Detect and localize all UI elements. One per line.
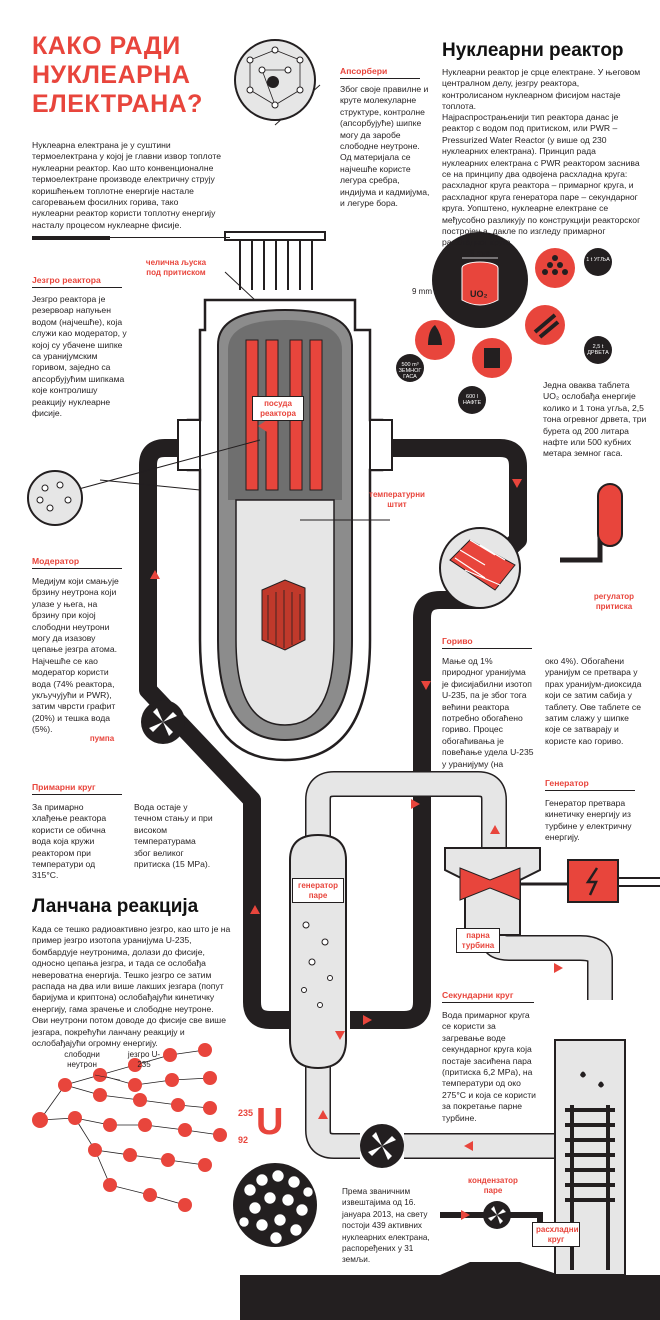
coal-amount: 1 t УГЉА [586,257,610,263]
oil-amount: 600 l НАФТЕ [462,394,482,406]
core-text: Језгро реактора је резервоар напуњен вод… [32,294,127,419]
tablet-text: Једна оваква таблета UO₂ ослобађа енерги… [543,380,647,459]
uranium-nucleus [233,1163,317,1247]
primary-col1: За примарно хлађење реактора користи се … [32,802,107,881]
secondary-heading: Секундарни круг [442,990,514,1000]
oil-weight-icon [458,386,486,414]
fuel-col1: Мање од 1% природног уранијума је фисија… [442,656,534,769]
pump-icon [483,1201,511,1229]
section-divider [110,237,230,238]
wood-amount: 2,5 t ДРВЕТА [587,344,609,356]
fuel-col2: око 4%). Обогаћени уранијум се претвара … [545,656,642,746]
heading-rule [442,648,532,649]
turbine-label: парна турбина [456,928,500,953]
moderator-heading: Модератор [32,556,80,566]
intro-text: Нуклеарна електрана је у суштини термоел… [32,140,222,230]
absorbers-text: Због своје правилне и круте молекуларне … [340,84,430,209]
chain-reaction-diagram [32,1043,227,1212]
pressurizer-label: регулатор притиска [593,592,635,611]
uranium-symbol: U [256,1101,284,1143]
tablet-height: 9 mm [412,287,432,296]
reactor-p1: Нуклеарни реактор је срце електране. У њ… [442,67,641,112]
tablet-diameter: 8 mm [470,249,490,258]
core-heading: Језгро реактора [32,275,101,285]
gas-icon [415,320,455,360]
chain-heading: Ланчана реакција [32,896,199,917]
heading-rule [442,1002,534,1003]
reactor-p2: Најраспрострањенији тип реактора данас ј… [442,112,641,248]
heading-rule [545,790,635,791]
wood-icon [525,305,565,345]
cooling-loop-label: расхладни круг [532,1222,580,1247]
coal-pile-icon [535,248,575,288]
pump-label: пумпа [89,734,115,743]
primary-col2: Вода остаје у течном стању и при високом… [134,802,213,870]
fuel-heading: Гориво [442,636,473,646]
section-divider [32,236,110,240]
stats-text: Према званичним извештајима од 16. јануа… [342,1187,430,1265]
gas-amount: 500 m³ ЗЕМНОГ ГАСА [398,362,422,380]
heading-rule [32,794,122,795]
chain-text: Када се тешко радиоактивно језгро, као ш… [32,924,231,1049]
absorber-molecule-circle [234,39,316,121]
coal-icon [584,248,612,276]
primary-heading: Примарни круг [32,782,96,792]
absorbers-heading: Апсорбери [340,66,388,76]
page-title: КАКО РАДИ НУКЛЕАРНА ЕЛЕКТРАНА? [32,32,203,118]
mass-number: 235 [238,1108,254,1118]
heading-rule [32,568,122,569]
nucleus-label: језгро U-235 [127,1050,161,1069]
gas-weight-icon [396,354,424,382]
vessel-shell-label: челична љуска под притиском [145,258,207,277]
thermal-shield-label: температурни штит [369,490,425,509]
uo2-tablet-circle [432,232,528,328]
generator-text: Генератор претвара кинетичку енергију из… [545,798,632,843]
reactor-vessel [177,231,393,762]
tablet-label: UO₂ [470,289,488,299]
steam-generator-label: генератор паре [292,878,344,903]
wood-weight-icon [584,336,612,364]
fuel-pellets-circle [439,527,521,609]
vessel-label: посуда реактора [252,396,304,421]
moderator-circle [27,470,83,526]
pressurizer [597,483,623,547]
pump-icon [360,1124,404,1168]
heading-rule [340,78,420,79]
pump-icon [141,700,185,744]
condenser-label: кондензатор паре [468,1176,518,1195]
generator [567,859,660,903]
heading-rule [32,287,122,288]
steam-turbine [444,847,570,936]
primary-loop-pipe [139,439,527,1029]
secondary-text: Вода примарног круга се користи за загре… [442,1010,536,1123]
oil-icon [472,338,512,378]
free-neutron-label: слободни неутрон [64,1050,100,1069]
reactor-heading: Нуклеарни реактор [442,40,624,61]
moderator-text: Медијум који смањује брзину неутрона кој… [32,576,119,735]
generator-heading: Генератор [545,778,589,788]
condenser [554,1039,626,1276]
atomic-number: 92 [238,1135,249,1145]
